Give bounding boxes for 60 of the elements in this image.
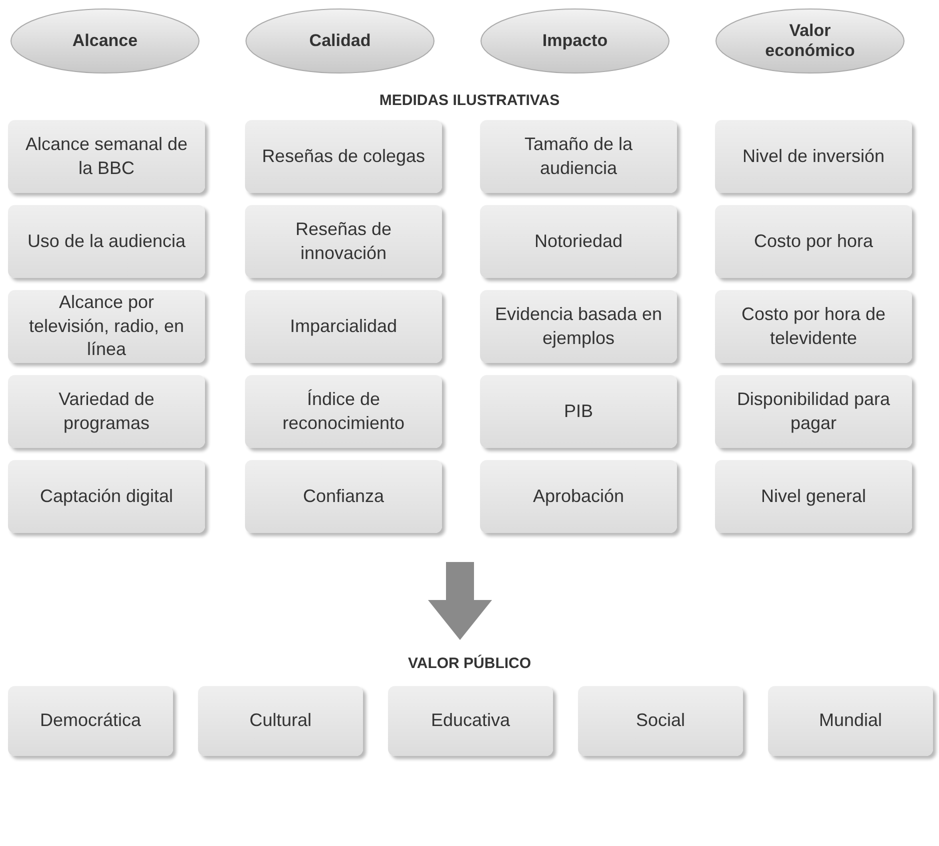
- node-text: Alcance por televisión, radio, en línea: [28, 291, 186, 362]
- node-text: Disponibilidad para pagar: [736, 388, 892, 435]
- measure-box: [8, 375, 205, 448]
- node-text: Cultural: [248, 709, 313, 732]
- node-text: Costo por hora de televidente: [740, 303, 887, 350]
- node-text: Uso de la audiencia: [26, 230, 187, 253]
- measure-box: [8, 460, 205, 533]
- node-text: Nivel general: [760, 484, 868, 508]
- measure-box: [245, 460, 442, 533]
- measure-box: [388, 686, 553, 756]
- measure-box: [480, 290, 677, 363]
- measure-box: [8, 290, 205, 363]
- node-text: Democrática: [38, 709, 142, 732]
- measure-box: [480, 120, 677, 193]
- node-text: Calidad: [308, 31, 372, 51]
- node-text: Aprobación: [532, 484, 626, 508]
- section-heading: MEDIDAS ILUSTRATIVAS: [379, 92, 560, 109]
- node-text: Alcance: [71, 31, 139, 51]
- category-ellipse: [480, 8, 670, 74]
- node-text: Reseñas de innovación: [294, 218, 393, 264]
- node-text: Social: [634, 709, 686, 732]
- node-text: Evidencia basada en ejemplos: [494, 303, 664, 350]
- measure-box: [245, 120, 442, 193]
- category-ellipse: [245, 8, 435, 74]
- category-ellipse: [715, 8, 905, 74]
- node-text: Costo por hora: [752, 230, 874, 253]
- node-text: Educativa: [430, 709, 512, 732]
- measure-box: [715, 460, 912, 533]
- category-ellipse: [10, 8, 200, 74]
- section-heading: VALOR PÚBLICO: [408, 655, 532, 672]
- node-text: Reseñas de colegas: [260, 144, 426, 168]
- measure-box: [8, 686, 173, 756]
- node-text: Mundial: [818, 709, 884, 732]
- measure-box: [578, 686, 743, 756]
- measure-box: [8, 205, 205, 278]
- measure-box: [715, 205, 912, 278]
- measure-box: [480, 205, 677, 278]
- measure-box: [245, 290, 442, 363]
- measure-box: [715, 290, 912, 363]
- node-text: Confianza: [302, 484, 386, 508]
- measure-box: [715, 375, 912, 448]
- measure-box: [245, 205, 442, 278]
- node-text: Valor económico: [764, 21, 856, 61]
- measure-box: [8, 120, 205, 193]
- measure-box: [715, 120, 912, 193]
- measure-box: [480, 460, 677, 533]
- node-text: Índice de reconocimiento: [281, 388, 406, 434]
- node-text: Alcance semanal de la BBC: [24, 133, 189, 180]
- measure-box: [768, 686, 933, 756]
- node-text: PIB: [562, 400, 594, 423]
- measure-box: [198, 686, 363, 756]
- node-text: Impacto: [541, 31, 609, 51]
- node-text: Nivel de inversión: [741, 144, 886, 168]
- node-text: Variedad de programas: [58, 388, 156, 435]
- node-text: Tamaño de la audiencia: [523, 133, 634, 180]
- measure-box: [480, 375, 677, 448]
- node-text: Captación digital: [38, 484, 174, 508]
- node-text: Notoriedad: [533, 230, 624, 253]
- measure-box: [245, 375, 442, 448]
- node-text: Imparcialidad: [288, 314, 398, 338]
